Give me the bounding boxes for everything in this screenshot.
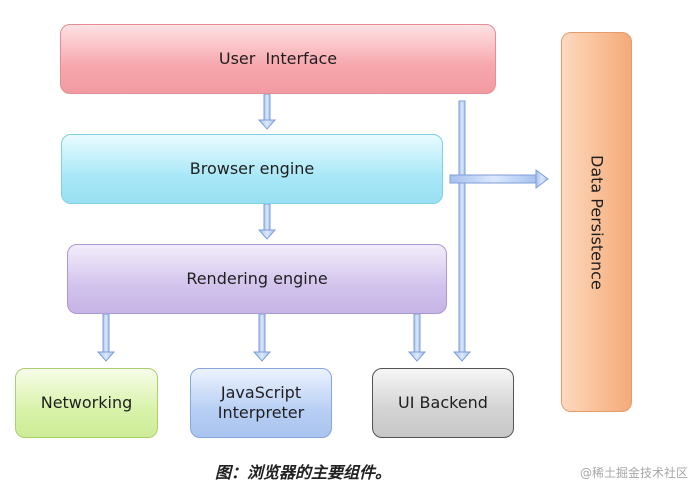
user-interface-box: User Interface	[60, 24, 496, 94]
javascript-interpreter-label: JavaScript Interpreter	[217, 383, 305, 422]
browser-engine-label: Browser engine	[189, 159, 315, 178]
networking-box: Networking	[15, 368, 158, 438]
browser-engine-to-rendering-engine-arrow	[257, 203, 277, 240]
browser-engine-to-data-persistence-arrow	[449, 169, 549, 189]
ui-backend-box: UI Backend	[372, 368, 514, 438]
user-interface-to-browser-engine-arrow	[257, 93, 277, 130]
javascript-interpreter-box: JavaScript Interpreter	[190, 368, 332, 438]
user-interface-label: User Interface	[218, 49, 338, 68]
ui-backend-label: UI Backend	[398, 393, 488, 412]
data-persistence-box: Data Persistence	[561, 32, 632, 412]
diagram-caption: 图：浏览器的主要组件。	[215, 463, 392, 482]
rendering-engine-label: Rendering engine	[186, 269, 328, 288]
rendering-engine-to-javascript-interpreter-arrow	[252, 313, 272, 362]
rendering-engine-to-ui-backend-arrow	[407, 313, 427, 362]
watermark-text: @稀土掘金技术社区	[579, 466, 688, 480]
browser-engine-box: Browser engine	[61, 134, 443, 204]
data-persistence-label: Data Persistence	[587, 154, 607, 290]
networking-label: Networking	[40, 393, 133, 412]
user-interface-to-ui-backend-arrow	[452, 100, 472, 362]
rendering-engine-box: Rendering engine	[67, 244, 447, 314]
rendering-engine-to-networking-arrow	[96, 313, 116, 362]
